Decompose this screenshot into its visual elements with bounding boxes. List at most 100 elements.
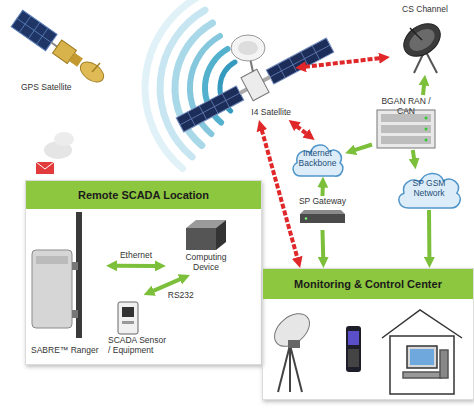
- satellite-link-arrow: [262, 130, 298, 259]
- scada-sensor: SCADA Sensor / Equipment: [96, 295, 191, 360]
- gps-satellite-icon: [11, 10, 86, 71]
- cloud-label: Internet Backbone: [297, 149, 339, 169]
- sabre-ranger-icon: [72, 310, 78, 318]
- i4-satellite-icon: [241, 69, 269, 100]
- house-icon: [440, 350, 448, 378]
- network-link-arrow: [153, 279, 181, 291]
- gps-dish-icon: [92, 63, 100, 72]
- message-icon: [36, 162, 54, 169]
- computer-icon: [186, 220, 226, 250]
- gateway-icon: [300, 214, 345, 223]
- node-label: I4 Satellite: [251, 108, 295, 120]
- cloud-shape: [293, 145, 343, 176]
- gps-satellite-icon: [11, 10, 57, 50]
- network-link-arrow: [321, 230, 326, 258]
- network-link-arrow: [321, 187, 325, 197]
- i4-dish-icon: [231, 35, 265, 61]
- sabre-ranger-icon: [36, 256, 68, 264]
- band-heading: Remote SCADA Location: [26, 181, 261, 209]
- gps-satellite: GPS Satellite: [5, 22, 100, 95]
- bgan-ran-server: BGAN RAN / CAN: [372, 95, 440, 150]
- cs-dish-icon: [398, 17, 447, 63]
- computer-icon: [186, 228, 216, 250]
- ground-dish-icon: [268, 307, 315, 392]
- phone-icon: [348, 331, 359, 345]
- ground-dish-icon: [268, 307, 315, 353]
- cs-channel-dish: CS Channel: [390, 3, 460, 75]
- gateway-icon: [305, 217, 307, 219]
- i4-satellite-icon: [266, 38, 334, 84]
- edge-label: Ethernet: [120, 250, 152, 260]
- internet-cloud: Internet Backbone: [290, 140, 345, 178]
- house-icon: [410, 349, 434, 365]
- i4-satellite-icon: [174, 34, 336, 137]
- message-icon: [36, 132, 74, 174]
- sabre-ranger-icon: [32, 212, 82, 338]
- computing-device: Computing Device: [166, 215, 246, 275]
- satellite-link-arrow: [305, 58, 380, 67]
- satellite-link-arrow: [297, 126, 307, 134]
- house-icon: [382, 310, 462, 338]
- gateway-icon: [300, 210, 345, 214]
- node-label: BGAN RAN / CAN: [372, 95, 440, 117]
- scada-sensor-icon: [122, 321, 134, 324]
- gateway-icon: [300, 210, 345, 223]
- phone-icon: [348, 349, 359, 367]
- bgan-server-icon: [425, 128, 428, 131]
- house-icon: [382, 310, 462, 394]
- computer-icon: [216, 220, 226, 250]
- cloud-label: SP GSM Network: [407, 179, 452, 199]
- house-icon: [403, 372, 441, 378]
- edge-label: RS232: [168, 290, 194, 300]
- node-label: CS Channel: [402, 3, 448, 15]
- i4-satellite-icon: [176, 86, 244, 132]
- cloud-shape: [399, 173, 460, 207]
- gps-satellite-icon: [11, 10, 57, 50]
- node-label: SP Gateway: [299, 196, 346, 207]
- network-link-arrow: [116, 264, 156, 268]
- i4-satellite-icon: [176, 86, 244, 132]
- sabre-ranger: SABRE™ Ranger: [26, 245, 106, 360]
- scada-sensor-icon: [118, 302, 138, 334]
- band-heading: Monitoring & Control Center: [263, 269, 473, 299]
- ground-dish-icon: [278, 345, 290, 392]
- scada-sensor-icon: [118, 302, 138, 334]
- gps-dish-icon: [77, 58, 107, 86]
- sabre-ranger-icon: [32, 250, 72, 328]
- phone-icon: [346, 326, 361, 372]
- bgan-server-icon: [425, 117, 428, 120]
- i4-satellite: I4 Satellite: [215, 40, 295, 120]
- node-label: Computing Device: [182, 253, 230, 275]
- gps-dish-icon: [77, 58, 107, 86]
- cs-dish-icon: [398, 17, 447, 73]
- cs-dish-icon: [405, 25, 438, 56]
- house-icon: [390, 336, 454, 394]
- i4-dish-icon: [231, 35, 265, 72]
- bgan-server-icon: [381, 136, 431, 144]
- network-link-arrow: [427, 210, 431, 258]
- network-link-arrow: [355, 145, 372, 151]
- node-label: SABRE™ Ranger: [26, 346, 99, 360]
- gps-satellite-icon: [51, 43, 57, 47]
- monitoring-band: Monitoring & Control Center: [262, 268, 474, 400]
- i4-dish-icon: [238, 41, 258, 55]
- bgan-server-icon: [425, 139, 428, 142]
- network-link-arrow: [423, 85, 424, 95]
- node-label: GPS Satellite: [5, 83, 72, 95]
- ground-dish-icon: [290, 345, 302, 392]
- message-icon: [54, 132, 74, 146]
- i4-satellite-icon: [266, 38, 334, 84]
- node-label: SCADA Sensor / Equipment: [96, 336, 168, 360]
- phone-icon: [346, 326, 361, 372]
- cs-dish-icon: [410, 28, 422, 40]
- bgan-server-icon: [381, 125, 431, 133]
- ground-dish-icon: [288, 340, 300, 348]
- sp-gateway: SP Gateway: [295, 196, 350, 230]
- sabre-ranger-icon: [72, 262, 78, 270]
- ground-dish-icon: [289, 345, 291, 392]
- signal-waves: [145, 0, 235, 168]
- gsm-cloud: SP GSM Network: [395, 168, 463, 210]
- remote-scada-band: Remote SCADA LocationSABRE™ Ranger Comput…: [25, 180, 262, 365]
